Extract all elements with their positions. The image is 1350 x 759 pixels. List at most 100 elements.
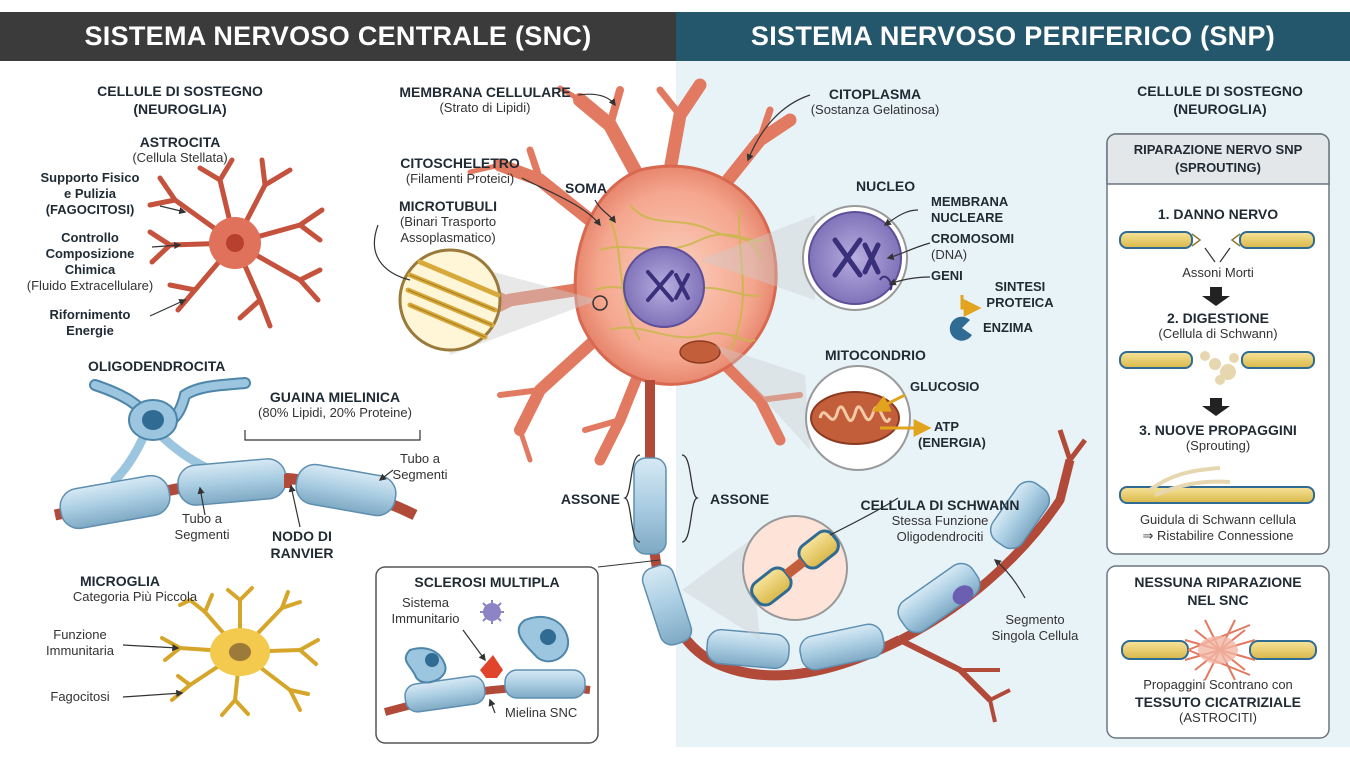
astrocyte-pointers [149,205,187,317]
microglia-function-1a: Funzione [53,627,107,642]
microglia-pointers [122,644,184,698]
header-snp: SISTEMA NERVOSO PERIFERICO (SNP) [676,12,1350,61]
oligo-pointers [197,469,394,528]
dna-label: (DNA) [931,247,968,262]
nuclear-membrane-a: MEMBRANA [931,194,1009,209]
step3-subtitle: (Sprouting) [1185,438,1251,453]
assone-bracket-left [623,454,641,543]
microtubule-label: MICROTUBULI [399,198,497,214]
cytoplasm-sublabel: (Sostanza Gelatinosa) [810,102,940,117]
neuron-illustration [463,78,1087,723]
nucleus-zoom [700,205,908,311]
enzyme-icon [949,316,972,341]
scar-line-c: (ASTROCITI) [1179,710,1257,725]
tube-label-right-b: Segmenti [392,467,448,482]
synthesis-label-a: SINTESI [994,279,1046,294]
astro-function-2b: Composizione [45,246,135,261]
astro-function-2d: (Fluido Extracellulare) [26,278,154,293]
astro-function-2a: Controllo [61,230,119,245]
arrow-down-icon [1202,287,1230,306]
microtubule-zoom [398,248,608,355]
cytoskeleton-sublabel: (Filamenti Proteici) [405,171,515,186]
astro-function-1b: e Pulizia [63,186,117,201]
neuron-pointers [373,93,1026,599]
norepair-title: NESSUNA RIPARAZIONE [1134,574,1302,590]
immune-system-a: Sistema [402,595,449,610]
step1-title: 1. DANNO NERVO [1157,206,1279,222]
tube-label-left-a: Tubo a [182,511,222,526]
microtubule-sub2: Assoplasmatico) [400,230,496,245]
immune-system-b: Immunitario [391,611,460,626]
scar-line-b: TESSUTO CICATRIZIALE [1135,694,1301,710]
sclerosi-link [597,559,661,568]
genes-label: GENI [931,268,963,283]
microglia-function-2: Fagocitosi [50,689,110,704]
mitochondrion-label: MITOCONDRIO [825,347,926,363]
astrocyte-subtitle: (Cellula Stellata) [132,150,228,165]
axon-label-right: ASSONE [710,491,770,507]
astro-function-3a: Rifornimento [49,307,131,322]
node-zoom [682,515,848,640]
guide-line-a: Guidula di Schwann cellula [1139,512,1297,527]
glucose-label: GLUCOSIO [910,379,980,394]
step1-note: Assoni Morti [1182,265,1254,280]
tube-label-left-b: Segmenti [174,527,230,542]
schwann-sub1: Stessa Funzione [891,513,989,528]
segment-label-a: Segmento [1005,612,1065,627]
nuclear-membrane-b: NUCLEARE [931,210,1004,225]
sclerosi-title: SCLEROSI MULTIPLA [414,574,560,590]
snp-support-sub: (NEUROGLIA) [1173,101,1267,117]
snc-support-sub: (NEUROGLIA) [133,101,227,117]
axon-label-left: ASSONE [560,491,620,507]
schwann-label: CELLULA DI SCHWANN [860,497,1020,513]
schwann-sub2: Oligodendrociti [896,529,984,544]
assone-bracket-right [681,454,699,543]
scar-line-a: Propaggini Scontrano con [1143,677,1293,692]
microtubule-sub1: (Binari Trasporto [399,214,497,229]
soma-label: SOMA [565,180,607,196]
myelin-subtitle: (80% Lipidi, 20% Proteine) [258,405,412,420]
membrane-label: MEMBRANA CELLULARE [399,84,571,100]
node-label-b: RANVIER [270,545,334,561]
cytoplasm-label: CITOPLASMA [828,86,922,102]
header-snc: SISTEMA NERVOSO CENTRALE (SNC) [0,12,676,61]
oligodendrocyte-illustration [53,377,418,530]
arrow-down-icon-2 [1202,398,1230,416]
enzyme-label: ENZIMA [983,320,1033,335]
astro-function-2c: Chimica [64,262,116,277]
step3-nerve [1119,466,1315,504]
sclerosi-illustration [383,600,591,716]
microglia-nucleus [229,643,251,661]
step3-title: 3. NUOVE PROPAGGINI [1139,422,1297,438]
microglia-subtitle: Categoria Più Piccola [72,589,198,604]
step1-nerve [1119,231,1315,263]
repair-title: RIPARAZIONE NERVO SNP [1133,142,1303,157]
nucleus-label: NUCLEO [856,178,916,194]
tube-label-right-a: Tubo a [400,451,440,466]
astrocyte-nucleus [226,234,244,252]
segment-label-b: Singola Cellula [991,628,1079,643]
atp-label: ATP [934,419,960,434]
microglia-title: MICROGLIA [79,573,161,589]
mitochondrion-zoom [715,345,932,471]
chromosomes-label: CROMOSOMI [931,231,1015,246]
cytoskeleton-label: CITOSCHELETRO [400,155,520,171]
oligodendrocyte-title: OLIGODENDROCITA [88,358,226,374]
membrane-sublabel: (Strato di Lipidi) [439,100,531,115]
microglia-function-1b: Immunitaria [46,643,114,658]
repair-subtitle: (SPROUTING) [1175,160,1261,175]
scar-illustration [1121,619,1317,681]
myelin-title: GUAINA MIELINICA [269,389,401,405]
astro-function-1a: Supporto Fisico [40,170,140,185]
guide-line-b: ⇒ Ristabilire Connessione [1142,528,1294,543]
cns-myelin-label: Mielina SNC [505,705,578,720]
myelin-bracket [244,430,421,441]
synthesis-arrow [960,295,982,317]
repair-box-header [1106,133,1330,185]
node-label-a: NODO DI [272,528,332,544]
norepair-subtitle: NEL SNC [1187,592,1249,608]
step2-nerve [1119,351,1315,385]
step2-title: 2. DIGESTIONE [1167,310,1269,326]
step2-subtitle: (Cellula di Schwann) [1158,326,1278,341]
